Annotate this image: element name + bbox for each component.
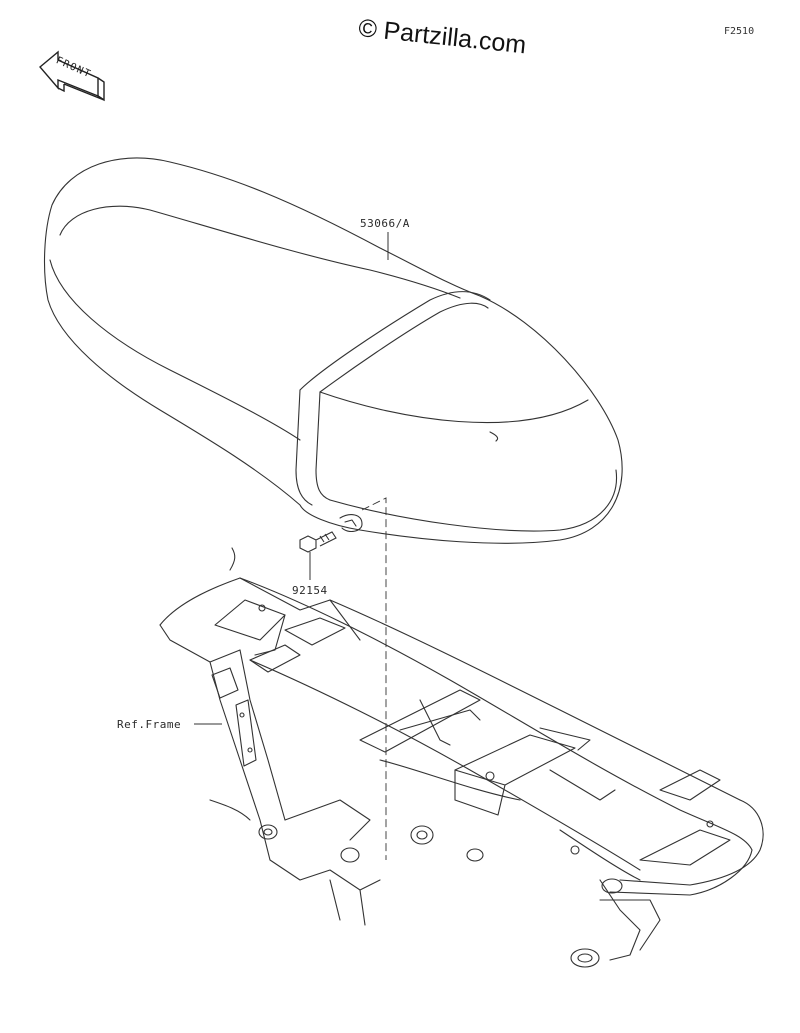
figure-id: F2510	[724, 26, 755, 37]
frame-assembly	[159, 547, 764, 968]
seat-part-number: 53066/A	[360, 217, 410, 230]
install-dashed-line	[361, 497, 387, 860]
seat-assembly	[43, 157, 623, 544]
front-direction-arrow-icon: FRONT	[39, 50, 105, 102]
frame-reference-label: Ref.Frame	[117, 718, 181, 731]
bolt-part-number: 92154	[292, 584, 328, 597]
bolt-icon	[299, 531, 337, 553]
